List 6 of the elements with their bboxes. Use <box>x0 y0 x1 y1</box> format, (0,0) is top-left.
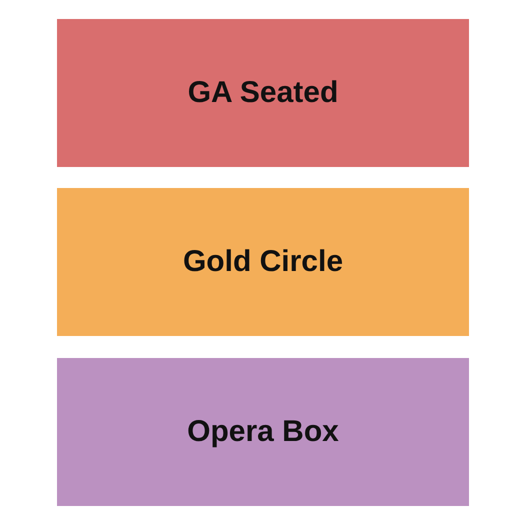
section-name: Gold Circle <box>182 244 344 280</box>
seating-section <box>57 188 469 336</box>
section-name: Opera Box <box>187 414 339 450</box>
section-name: GA Seated <box>188 76 338 110</box>
seating-section <box>57 358 469 506</box>
seating-section <box>57 19 469 167</box>
